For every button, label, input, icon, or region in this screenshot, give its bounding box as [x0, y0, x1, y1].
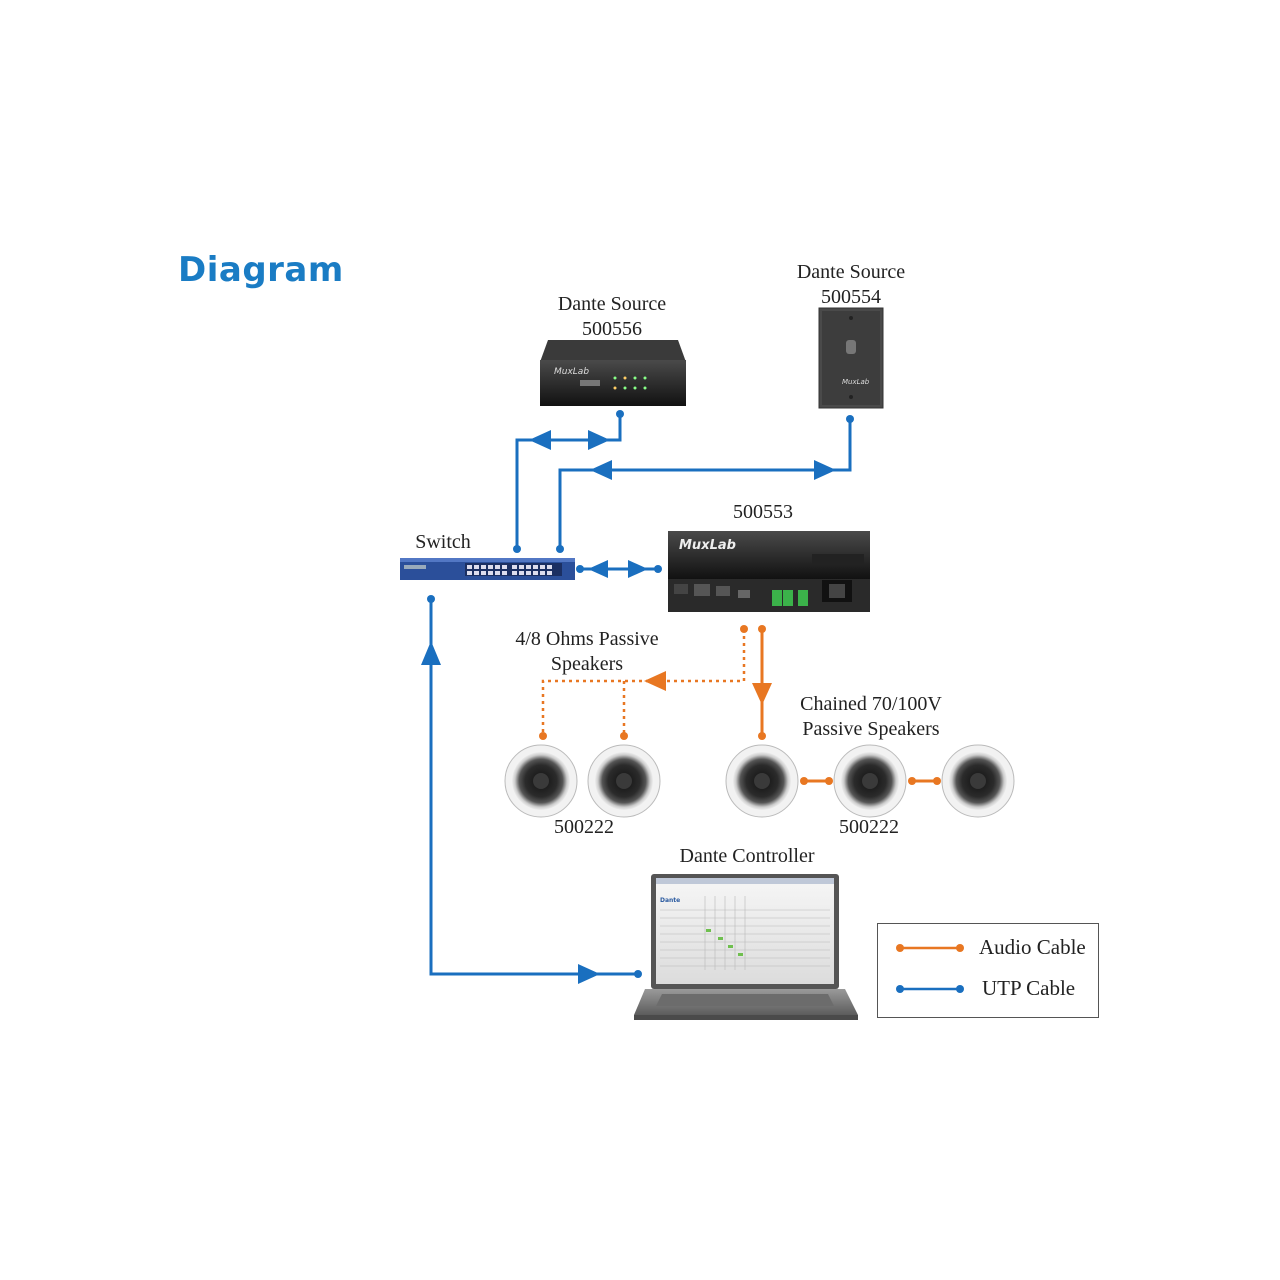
svg-text:MuxLab: MuxLab — [842, 378, 870, 386]
amplifier-device: MuxLab — [668, 531, 870, 612]
passive-speakers-line2: Speakers — [550, 653, 624, 675]
speaker-passive-1 — [504, 744, 578, 818]
legend-audio-label: Audio Cable — [979, 935, 1086, 959]
dante-controller-label: Dante Controller — [679, 845, 815, 867]
page-title: Diagram — [178, 250, 344, 290]
chained-speakers-label: Chained 70/100V Passive Speakers — [781, 692, 961, 742]
legend-utp-label: UTP Cable — [982, 976, 1076, 1000]
svg-text:Dante: Dante — [660, 897, 680, 904]
source-box-title: Dante Source — [557, 293, 667, 315]
speaker-chained-1 — [725, 744, 799, 818]
source-box-label: Dante Source 500556 — [532, 292, 692, 342]
legend-swatches — [896, 944, 964, 993]
chained-speakers-model: 500222 — [839, 816, 899, 838]
legend: Audio Cable UTP Cable — [877, 923, 1099, 1018]
audio-arrows — [644, 671, 772, 705]
speaker-chained-3 — [941, 744, 1015, 818]
source-wall-title: Dante Source — [796, 261, 906, 283]
passive-speakers-model: 500222 — [554, 816, 614, 838]
chained-speakers-line2: Passive Speakers — [802, 718, 940, 740]
dante-source-wallplate-device: MuxLab — [818, 307, 884, 409]
source-wall-model: 500554 — [821, 286, 881, 308]
svg-text:MuxLab: MuxLab — [679, 538, 736, 553]
amplifier-model: 500553 — [733, 501, 793, 523]
source-box-model: 500556 — [582, 318, 642, 340]
dante-source-box-device: MuxLab — [540, 340, 686, 406]
network-switch-device — [400, 558, 575, 580]
utp-arrows — [421, 430, 836, 984]
audio-endpoints — [539, 625, 941, 785]
svg-text:MuxLab: MuxLab — [554, 367, 589, 377]
laptop-controller-device: Dante — [634, 874, 858, 1020]
passive-speakers-line1: 4/8 Ohms Passive — [515, 628, 659, 650]
speaker-chained-2 — [833, 744, 907, 818]
speaker-passive-2 — [587, 744, 661, 818]
utp-endpoints — [427, 410, 854, 978]
switch-label: Switch — [415, 531, 471, 553]
passive-speakers-label: 4/8 Ohms Passive Speakers — [497, 627, 677, 677]
source-wall-label: Dante Source 500554 — [771, 260, 931, 310]
audio-cables — [541, 629, 937, 783]
chained-speakers-line1: Chained 70/100V — [800, 693, 942, 715]
